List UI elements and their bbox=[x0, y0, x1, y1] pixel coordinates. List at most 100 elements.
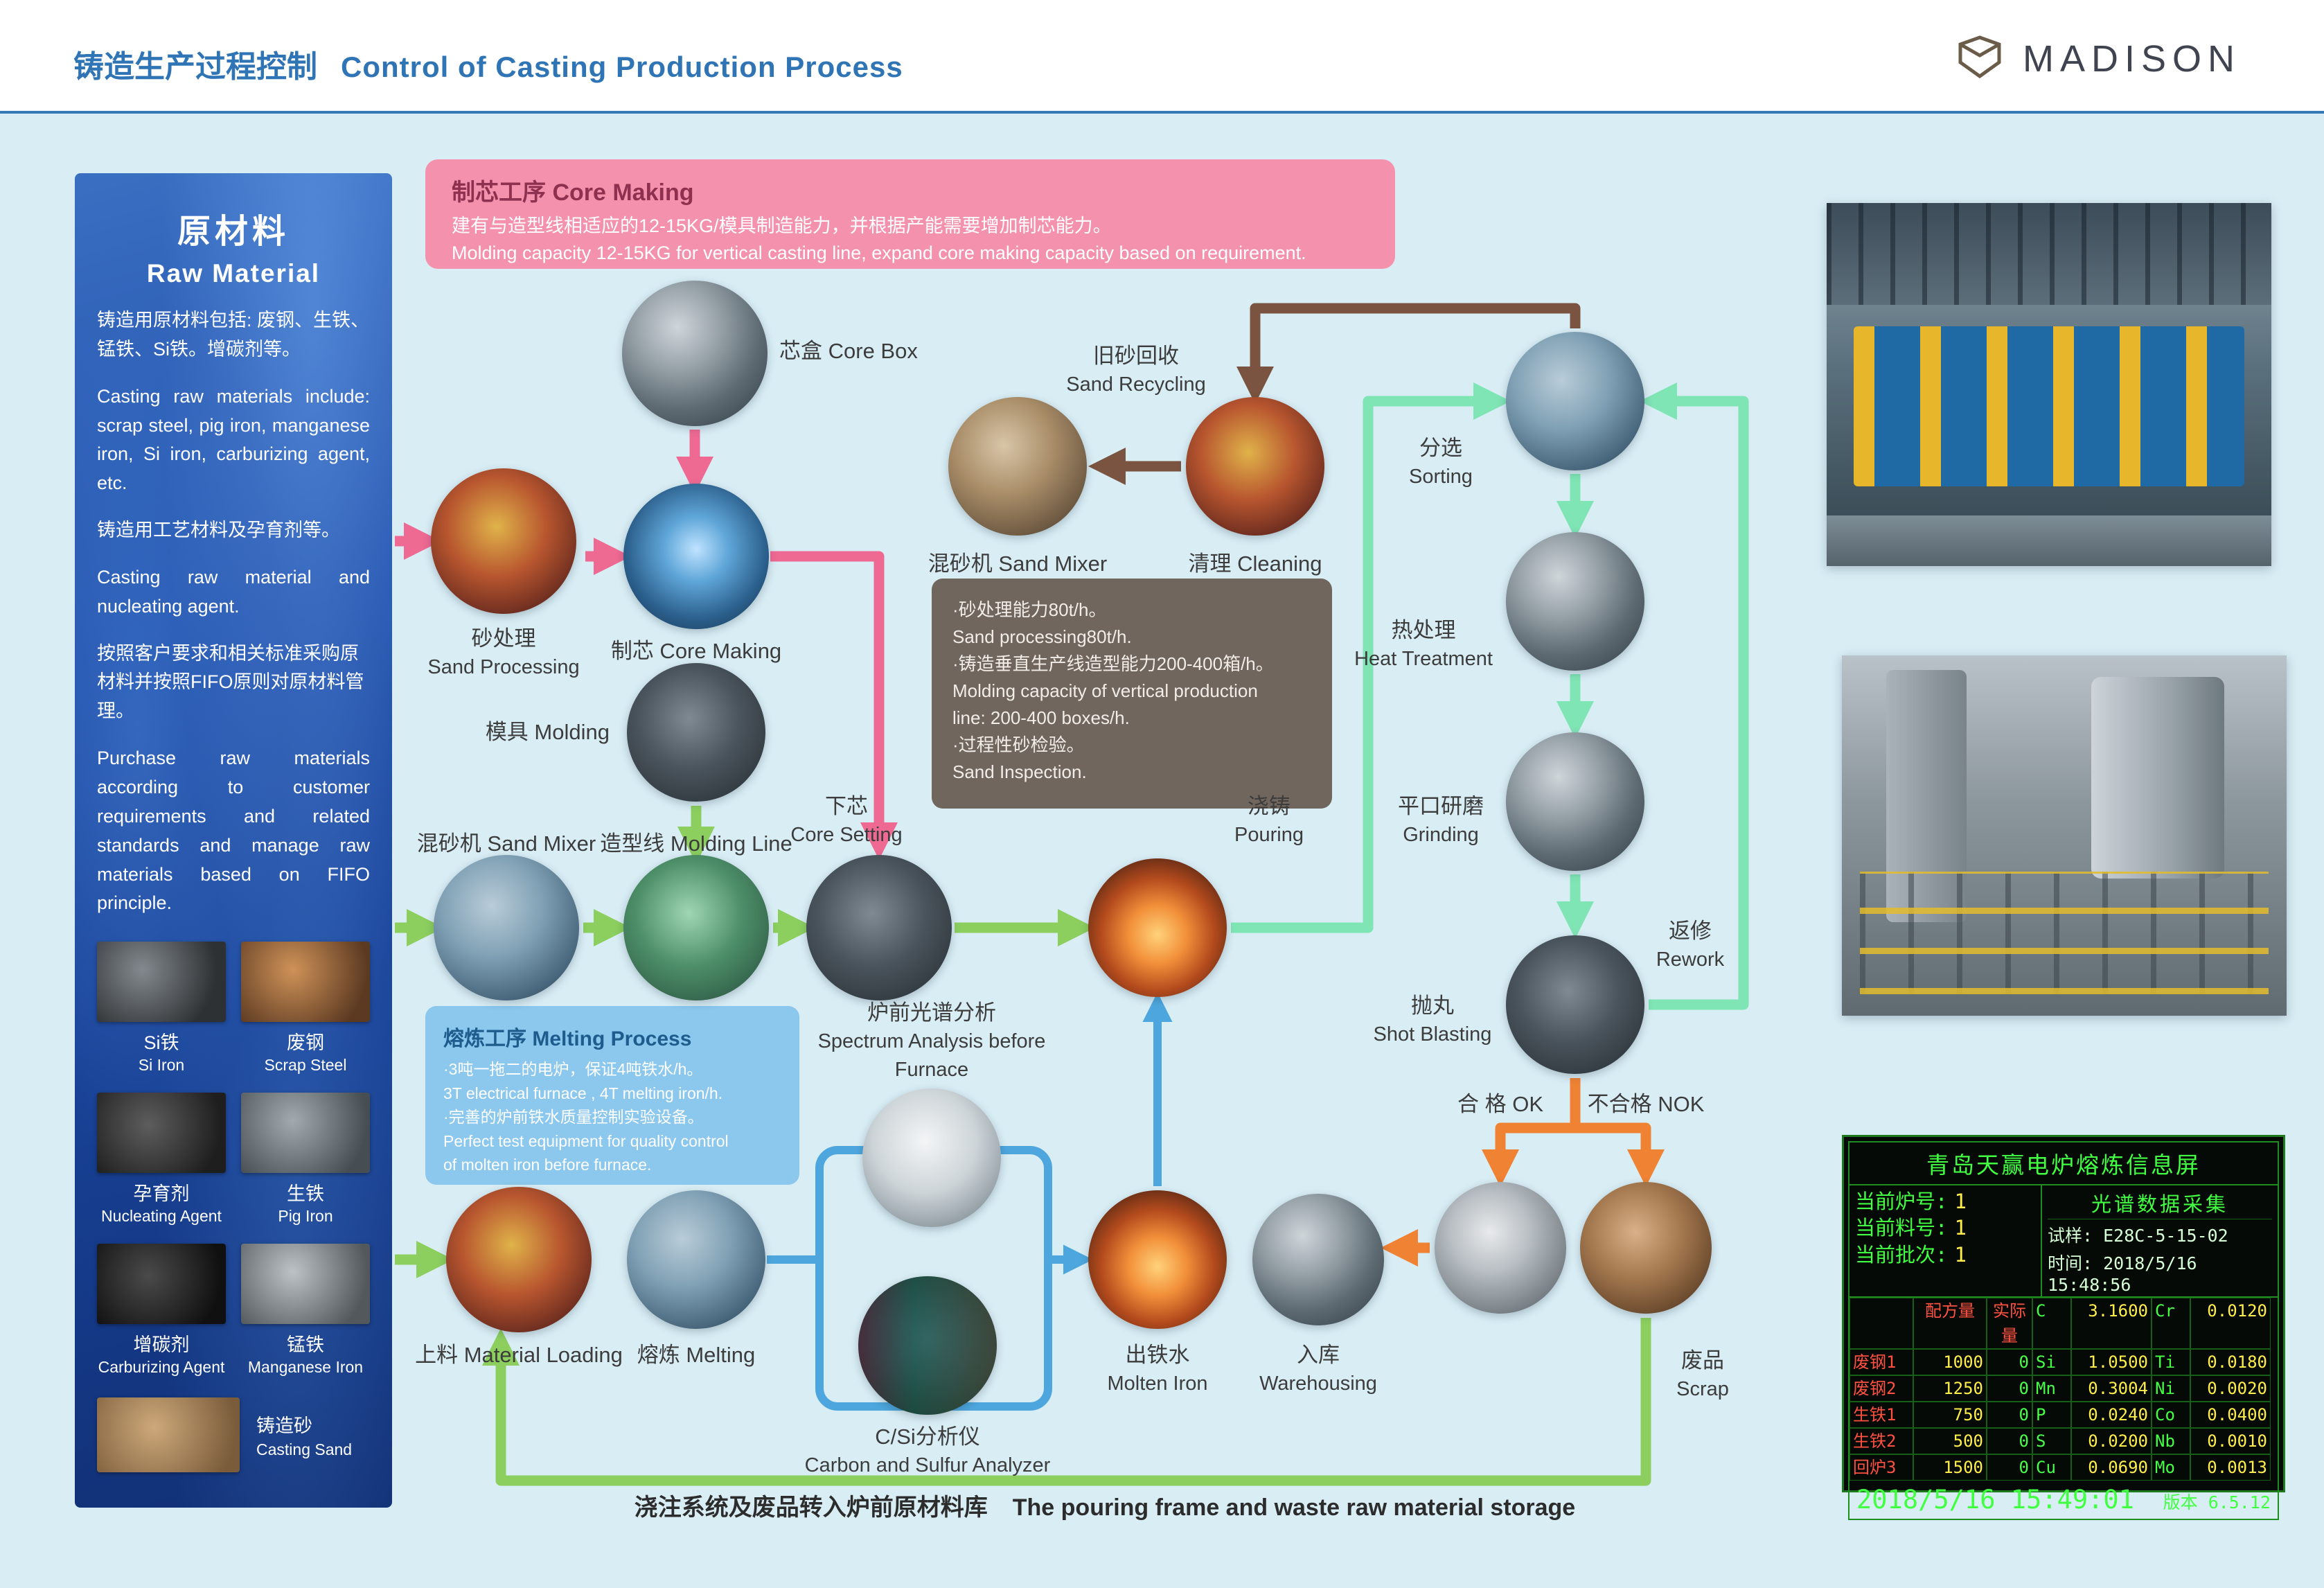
raw-material-title-en: Raw Material bbox=[146, 259, 321, 288]
led-footer: 2018/5/16 15:49:01 版本 6.5.12 bbox=[1848, 1481, 2279, 1520]
melting-process-info-box: 熔炼工序 Melting Process ·3吨一拖二的电炉，保证4吨铁水/h。… bbox=[425, 1006, 799, 1185]
molten-iron-photo bbox=[1088, 1190, 1227, 1329]
sand-mixer-top-photo bbox=[948, 397, 1087, 536]
raw-material-para2-zh: 铸造用工艺材料及孕育剂等。 bbox=[97, 520, 340, 541]
pig-iron-photo bbox=[241, 1093, 370, 1174]
led-sample: 试样: E28C-5-15-02 bbox=[2048, 1226, 2228, 1246]
photo1-roof-trusses bbox=[1827, 203, 2271, 305]
warehousing-photo bbox=[1252, 1194, 1384, 1325]
core-making-info-box: 制芯工序 Core Making 建有与造型线相适应的12-15KG/模具制造能… bbox=[425, 159, 1395, 269]
spectrum-analyzer-photo bbox=[862, 1088, 1001, 1227]
brand-logo: MADISON bbox=[1955, 35, 2241, 82]
photo2-tank bbox=[2091, 677, 2225, 879]
shot-blasting-photo bbox=[1506, 935, 1644, 1074]
raw-material-para3-en: Purchase raw materials according to cust… bbox=[97, 748, 370, 914]
sand-processing-photo bbox=[431, 468, 576, 614]
melting-photo bbox=[627, 1190, 765, 1329]
equipment-photo-melting-shop bbox=[1842, 655, 2287, 1016]
raw-material-para1-en: Casting raw materials include: scrap ste… bbox=[97, 385, 370, 494]
led-title: 青岛天赢电炉熔炼信息屏 bbox=[1848, 1141, 2279, 1185]
madison-logo-icon bbox=[1955, 35, 2005, 82]
si-iron-photo bbox=[97, 942, 226, 1023]
led-spectrum-header: 光谱数据采集 bbox=[2048, 1187, 2272, 1219]
led-spectrum-block: 光谱数据采集 试样: E28C-5-15-02 时间: 2018/5/16 15… bbox=[2042, 1185, 2278, 1296]
core-box-label: 芯盒 Core Box bbox=[779, 339, 918, 363]
molding-photo bbox=[627, 663, 765, 802]
core-box-photo bbox=[622, 281, 768, 426]
photo2-railings bbox=[1859, 872, 2269, 994]
sand-mixer-top-label: 混砂机 Sand Mixer bbox=[928, 552, 1108, 576]
molding-line-photo bbox=[623, 855, 769, 1000]
raw-material-title-zh: 原材料 bbox=[177, 213, 290, 250]
melting-info-display: 青岛天赢电炉熔炼信息屏 当前炉号:1 当前料号:1 当前批次:1 光谱数据采集 … bbox=[1842, 1135, 2285, 1520]
photo1-blue-machine bbox=[1853, 326, 2245, 486]
molding-line-label: 造型线 Molding Line bbox=[600, 831, 792, 856]
led-footer-time: 2018/5/16 15:49:01 bbox=[1856, 1485, 2134, 1515]
carburizing-agent-photo bbox=[97, 1244, 226, 1325]
casting-sand-photo bbox=[97, 1397, 240, 1473]
scrap-steel-photo bbox=[241, 942, 370, 1023]
material-loading-label: 上料 Material Loading bbox=[415, 1343, 623, 1367]
sand-mixer-label: 混砂机 Sand Mixer bbox=[416, 831, 596, 856]
sand-mixer-photo bbox=[434, 855, 579, 1000]
molding-label: 模具 Molding bbox=[485, 720, 610, 744]
nok-parts-photo bbox=[1580, 1182, 1712, 1314]
melting-label: 熔炼 Melting bbox=[637, 1343, 756, 1367]
sorting-photo bbox=[1506, 332, 1644, 470]
core-making-label: 制芯 Core Making bbox=[610, 639, 782, 663]
brand-name: MADISON bbox=[2022, 37, 2241, 80]
material-loading-photo bbox=[446, 1187, 592, 1332]
photo1-floor bbox=[1827, 515, 2271, 566]
pouring-photo bbox=[1088, 858, 1227, 997]
cleaning-photo bbox=[1186, 397, 1324, 536]
raw-material-para2-en: Casting raw material and nucleating agen… bbox=[97, 566, 370, 617]
header-divider bbox=[0, 111, 2324, 114]
ok-label: 合 格 OK bbox=[1457, 1092, 1544, 1116]
raw-material-panel: 原材料 Raw Material 铸造用原材料包括: 废钢、生铁、锰铁、Si铁。… bbox=[75, 173, 392, 1508]
led-footer-version: 版本 6.5.12 bbox=[2163, 1492, 2271, 1512]
cleaning-label: 清理 Cleaning bbox=[1188, 552, 1322, 576]
led-current-block: 当前炉号:1 当前料号:1 当前批次:1 bbox=[1850, 1185, 2042, 1296]
led-info-area: 当前炉号:1 当前料号:1 当前批次:1 光谱数据采集 试样: E28C-5-1… bbox=[1848, 1185, 2279, 1298]
core-making-photo bbox=[623, 484, 769, 629]
nucleating-agent-photo bbox=[97, 1093, 226, 1174]
melting-box-title: 熔炼工序 Melting Process bbox=[443, 1027, 692, 1050]
ok-parts-photo bbox=[1435, 1182, 1566, 1314]
core-making-box-title: 制芯工序 Core Making bbox=[452, 179, 694, 206]
raw-material-para3-zh: 按照客户要求和相关标准采购原材料并按照FIFO原则对原材料管理。 bbox=[97, 642, 364, 722]
page-title-zh: 铸造生产过程控制 bbox=[73, 50, 317, 84]
carbon-sulfur-analyzer-photo bbox=[858, 1276, 997, 1415]
led-time: 时间: 2018/5/16 15:48:56 bbox=[2048, 1253, 2197, 1295]
